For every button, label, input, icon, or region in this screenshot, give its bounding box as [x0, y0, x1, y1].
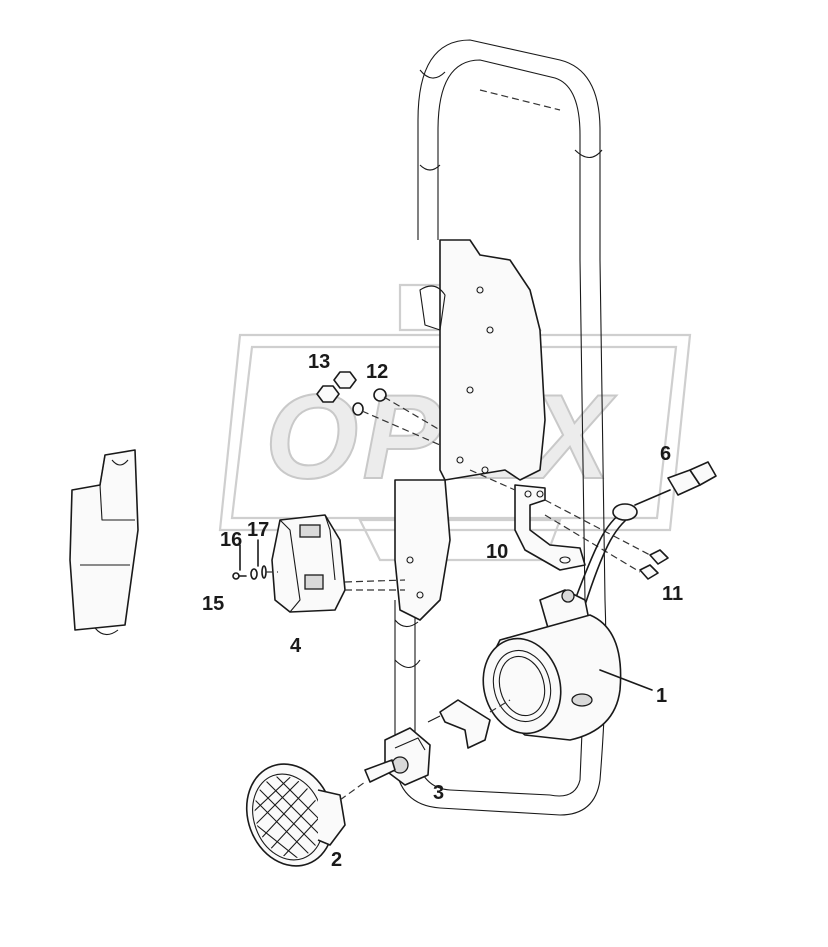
callout-6: 6 — [660, 443, 671, 465]
callout-16: 16 — [220, 529, 242, 551]
callout-13: 13 — [308, 351, 330, 373]
protective-cover — [69, 449, 139, 636]
callout-10: 10 — [486, 541, 508, 563]
part-10-bracket — [469, 469, 651, 573]
part-4-housing — [271, 514, 406, 613]
part-6-harness — [574, 461, 717, 606]
part-2-lens-cover — [245, 763, 366, 867]
part-1-work-lamp — [482, 589, 622, 741]
nuts-washers-12-13 — [316, 371, 441, 446]
callout-11: 11 — [662, 583, 683, 605]
part-11-bolts — [639, 549, 669, 580]
callout-15: 15 — [202, 593, 224, 615]
callout-12: 12 — [366, 361, 388, 383]
callout-1: 1 — [656, 685, 667, 707]
mounting-plate — [394, 239, 546, 621]
bulb-clip — [427, 699, 511, 749]
callout-4: 4 — [290, 635, 302, 657]
part-3-bulb — [364, 727, 431, 786]
callout-3: 3 — [433, 782, 444, 804]
leader-lines — [239, 539, 653, 691]
callout-2: 2 — [331, 849, 342, 871]
fastener-hardware-15-16-17 — [232, 565, 278, 580]
callout-labels: 1 2 3 4 6 10 11 12 13 15 16 17 — [202, 351, 683, 871]
callout-17: 17 — [247, 519, 269, 541]
